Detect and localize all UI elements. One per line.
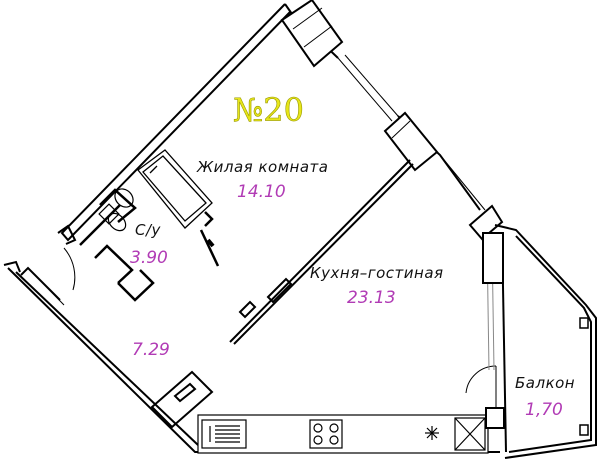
room-area-hall: 7.29 — [132, 340, 170, 360]
balcony-door — [465, 365, 497, 412]
room-area-kitchen: 23.13 — [347, 288, 396, 308]
balcony-wall-blocks — [482, 232, 505, 429]
room-name-bathroom: С/у — [135, 221, 162, 239]
kitchen-counter — [197, 414, 489, 454]
room-area-living: 14.10 — [237, 182, 286, 202]
bathroom-walls — [79, 188, 220, 302]
room-area-balcony: 1,70 — [525, 400, 563, 420]
room-name-living: Жилая комната — [196, 158, 328, 176]
room-area-bathroom: 3.90 — [130, 248, 168, 268]
entrance-door — [31, 247, 76, 306]
balcony-outline — [494, 224, 597, 459]
room-name-balcony: Балкон — [515, 374, 575, 392]
window-blocks — [280, 0, 504, 241]
bathtub-icon — [137, 149, 213, 229]
sink-icon — [107, 212, 127, 232]
exterior-walls — [7, 3, 500, 453]
interior-walls — [150, 159, 414, 429]
room-name-kitchen: Кухня–гостиная — [310, 264, 444, 282]
washing-machine-icon — [454, 417, 486, 451]
fridge-icon — [425, 426, 439, 440]
unit-number: №20 — [233, 91, 304, 129]
stove-icon — [309, 419, 343, 449]
toilet-icon — [98, 188, 134, 225]
